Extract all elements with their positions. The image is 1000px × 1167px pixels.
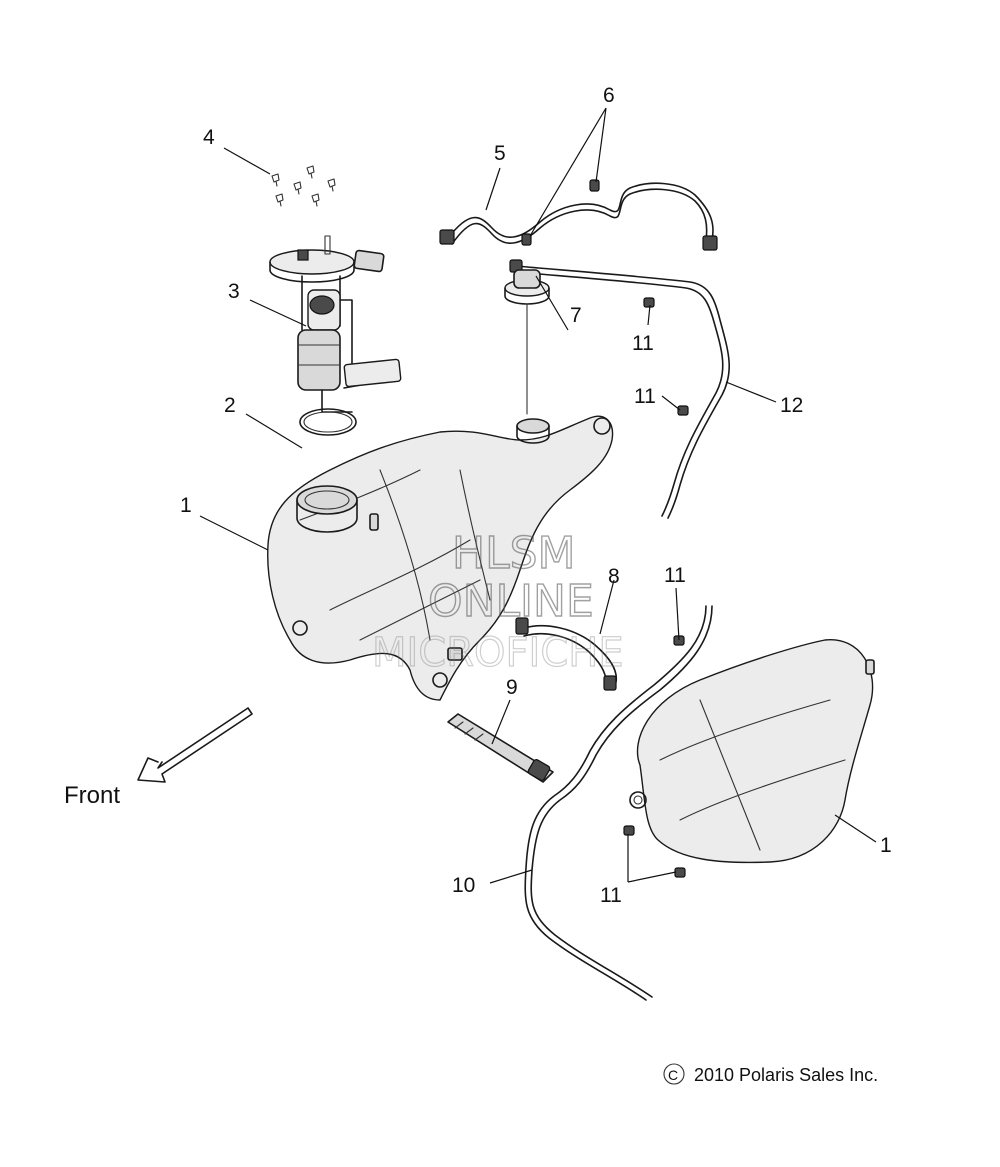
copyright-circle-icon xyxy=(663,1063,685,1085)
breather-hose-part-12 xyxy=(509,259,730,519)
callout-3: 3 xyxy=(228,280,240,303)
o-ring-part-2 xyxy=(299,408,357,436)
callout-4: 4 xyxy=(203,126,215,149)
fuel-cap-part-7 xyxy=(504,269,550,415)
hose-part-8 xyxy=(515,617,618,691)
callout-2: 2 xyxy=(224,394,236,417)
fuel-tank-part-1-left xyxy=(267,415,614,701)
vent-hose-part-5 xyxy=(439,182,718,251)
watermark-line-1: HLSM xyxy=(452,528,576,579)
callout-5: 5 xyxy=(494,142,506,165)
fuel-pump-part-3 xyxy=(269,235,402,413)
callout-11-b: 11 xyxy=(634,385,656,408)
callout-9: 9 xyxy=(506,676,518,699)
fuel-tank-part-1-right xyxy=(629,639,875,864)
callout-8: 8 xyxy=(608,565,620,588)
callout-6: 6 xyxy=(603,84,615,107)
tube-part-10 xyxy=(524,605,713,1001)
callout-7: 7 xyxy=(570,304,582,327)
watermark: HLSM ONLINE MICROFICHE xyxy=(371,527,624,676)
callout-11-c: 11 xyxy=(664,564,686,587)
clips-part-6 xyxy=(521,179,600,246)
callout-12: 12 xyxy=(780,394,803,417)
front-arrow xyxy=(137,707,253,783)
screws-part-11 xyxy=(623,297,689,878)
leader-lines xyxy=(199,107,877,884)
callout-10: 10 xyxy=(452,874,475,897)
callout-1-left: 1 xyxy=(180,494,192,517)
watermark-line-3: MICROFICHE xyxy=(372,630,624,676)
callout-11-d: 11 xyxy=(600,884,622,907)
front-label: Front xyxy=(64,782,120,809)
callout-labels: 1 1 2 3 4 5 6 7 8 9 10 11 11 11 11 12 xyxy=(180,84,892,907)
callout-1-right: 1 xyxy=(880,834,892,857)
copyright-text: 2010 Polaris Sales Inc. xyxy=(694,1065,878,1085)
callout-11-a: 11 xyxy=(632,332,654,355)
fuel-line-part-9 xyxy=(447,713,554,783)
screws-part-4 xyxy=(271,165,336,207)
copyright: C 2010 Polaris Sales Inc. xyxy=(663,1063,878,1085)
watermark-line-2: ONLINE xyxy=(428,576,594,627)
copyright-symbol: C xyxy=(668,1067,678,1083)
